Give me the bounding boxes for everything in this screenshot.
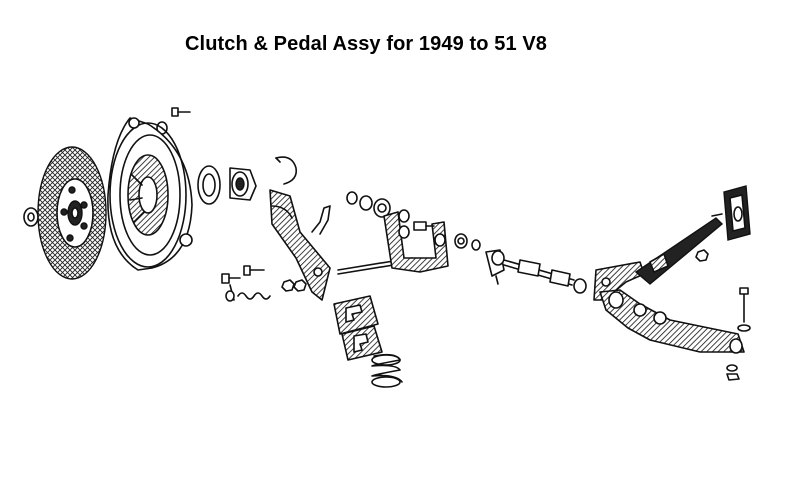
adjusting-nuts: [726, 364, 740, 381]
clutch-pedal-arm: [599, 217, 745, 354]
pressure-plate: [107, 117, 193, 271]
release-fork: [269, 189, 331, 301]
bearing-hub: [229, 167, 257, 201]
pedal-shaft: [503, 259, 587, 294]
bracket-washers: [454, 233, 481, 251]
adjusting-bolt: [737, 287, 751, 332]
pedal-pad: [711, 185, 751, 241]
washer-row: [346, 191, 410, 223]
coil-spring: [371, 353, 403, 388]
diagram-title: Clutch & Pedal Assy for 1949 to 51 V8: [185, 33, 547, 55]
pilot-bushing: [23, 207, 39, 227]
pressure-plate-bolt: [171, 107, 191, 117]
fork-spring-clip: [311, 205, 331, 235]
seal-retainer: [341, 325, 383, 361]
dust-seal-plate: [333, 295, 379, 335]
pedal-mount-bracket: [593, 261, 645, 301]
cross-shaft-bracket: [383, 211, 449, 273]
return-spring: [225, 284, 271, 302]
hex-nut: [281, 279, 307, 292]
stop-bolt: [695, 249, 709, 262]
clutch-disc: [37, 146, 107, 280]
throwout-bearing: [197, 165, 221, 205]
bracket-bolt: [243, 265, 265, 276]
small-bolt: [221, 273, 241, 284]
pedal-lever-arm: [485, 249, 505, 285]
retaining-clip: [275, 156, 298, 185]
